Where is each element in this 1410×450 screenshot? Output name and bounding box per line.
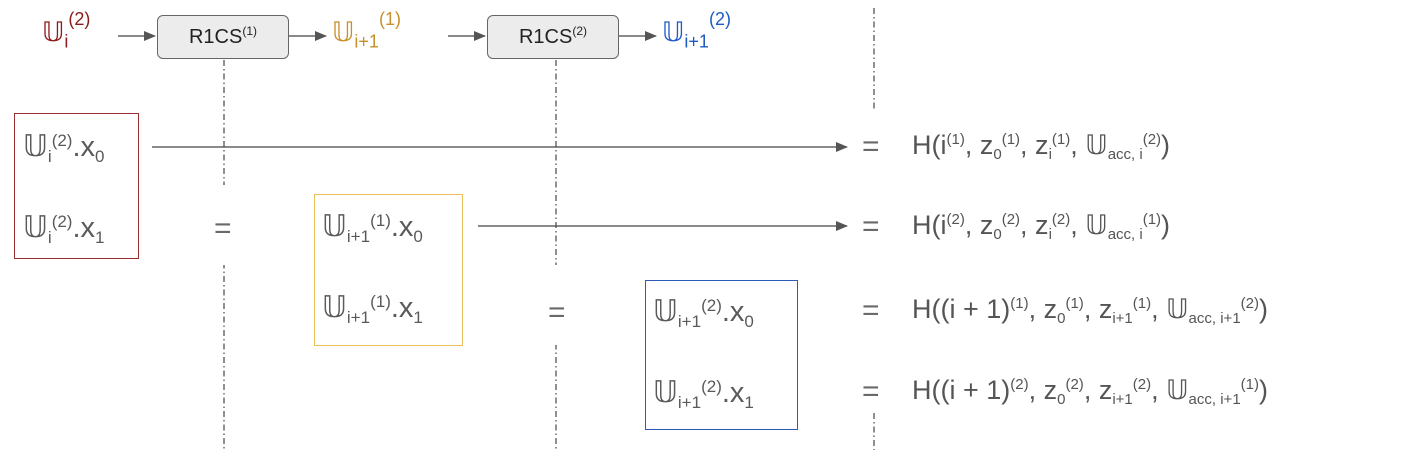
equals-f4: =	[862, 375, 880, 408]
flow-start-label: 𝕌i(2)	[42, 9, 91, 52]
equals-gold-blue: =	[548, 296, 566, 329]
term-b0: 𝕌i+1(2).x0	[653, 295, 754, 331]
term-g1: 𝕌i+1(1).x1	[322, 291, 423, 327]
formula-2: H(i(2), z0(2), zi(2), 𝕌acc, i(1))	[912, 210, 1171, 243]
equals-red-gold: =	[214, 212, 232, 245]
flow-end-label: 𝕌i+1(2)	[662, 9, 731, 52]
red-frame	[14, 113, 139, 259]
gap-3	[848, 110, 908, 410]
equals-f1: =	[862, 130, 880, 163]
term-r0: 𝕌i(2).x0	[23, 130, 105, 166]
formula-3: H((i + 1)(1), z0(1), zi+1(1), 𝕌acc, i+1(…	[912, 294, 1269, 327]
equals-f3: =	[862, 294, 880, 327]
formula-4: H((i + 1)(2), z0(2), zi+1(2), 𝕌acc, i+1(…	[912, 375, 1269, 408]
blue-frame	[645, 280, 798, 430]
term-r1: 𝕌i(2).x1	[23, 211, 105, 247]
r1cs-box-1: R1CS(1)	[157, 15, 289, 59]
gap-2	[535, 265, 580, 345]
formula-1: H(i(1), z0(1), zi(1), 𝕌acc, i(2))	[912, 130, 1171, 163]
r1cs-box-2: R1CS(2)	[487, 15, 619, 59]
term-b1: 𝕌i+1(2).x1	[653, 376, 754, 412]
equals-f2: =	[862, 210, 880, 243]
gold-frame	[314, 194, 463, 346]
gap-1	[205, 185, 245, 265]
flow-mid-label: 𝕌i+1(1)	[332, 9, 401, 52]
term-g0: 𝕌i+1(1).x0	[322, 210, 423, 246]
